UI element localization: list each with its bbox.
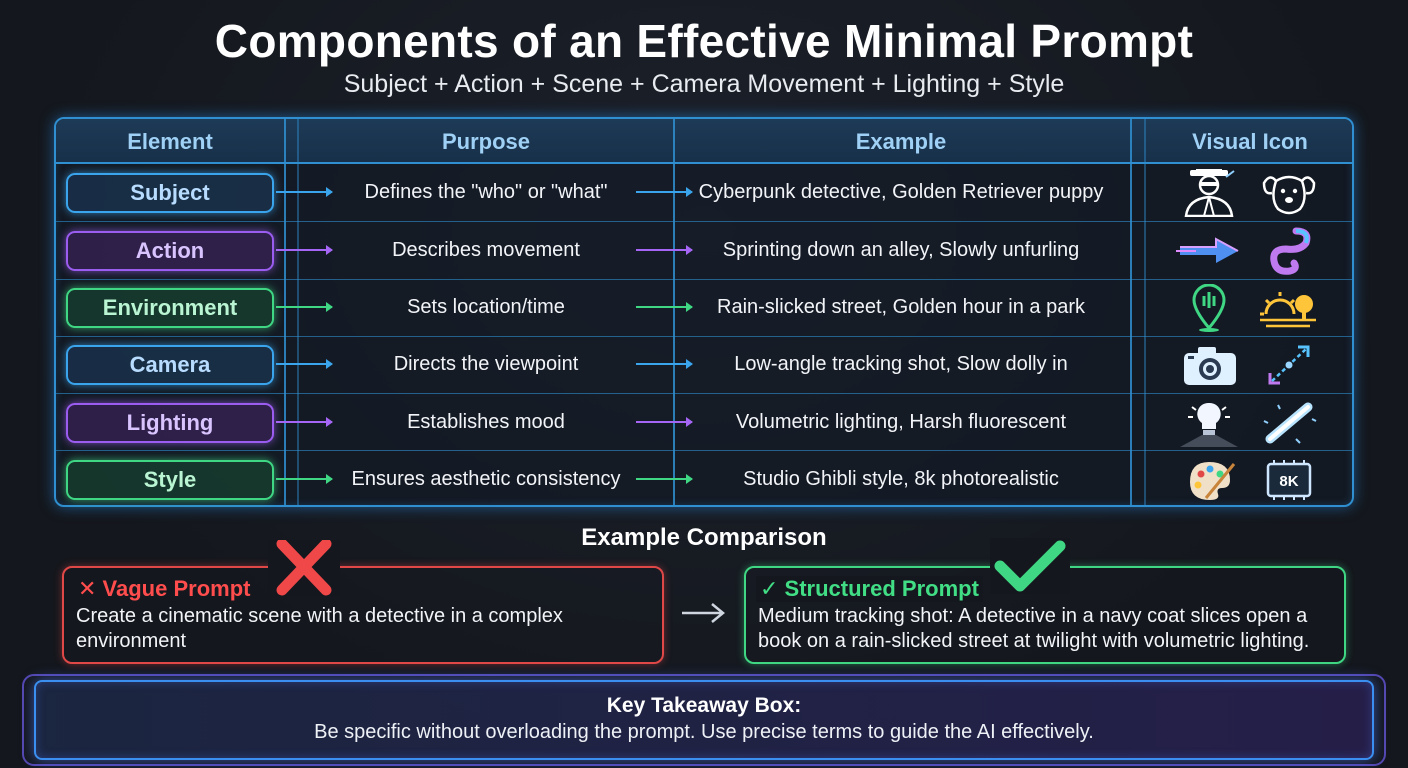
example-text: Cyberpunk detective, Golden Retriever pu… — [698, 181, 1104, 203]
table-row-action: Action Describes movement Sprinting down… — [56, 222, 1352, 279]
takeaway-frame — [22, 674, 1386, 766]
takeaway-box: Key Takeaway Box: Be specific without ov… — [34, 680, 1374, 760]
row-divider — [56, 450, 1352, 451]
purpose-text: Defines the "who" or "what" — [364, 181, 608, 203]
purpose-text: Sets location/time — [407, 296, 565, 318]
structured-prompt-box: ✓ Structured Prompt Medium tracking shot… — [744, 566, 1346, 664]
element-pill-style: Style — [66, 460, 274, 500]
structured-prompt-text: Medium tracking shot: A detective in a n… — [758, 605, 1310, 652]
sunset-tree-icon — [1256, 284, 1322, 332]
example-text: Studio Ghibli style, 8k photorealistic — [743, 468, 1059, 490]
column-divider — [284, 119, 286, 505]
example-text: Volumetric lighting, Harsh fluorescent — [735, 411, 1067, 433]
dog-icon — [1256, 169, 1322, 217]
takeaway-title: Key Takeaway Box: — [606, 694, 802, 717]
check-mark-icon — [990, 538, 1070, 594]
example-text: Low-angle tracking shot, Slow dolly in — [734, 353, 1068, 375]
takeaway-text: Be specific without overloading the prom… — [314, 721, 1094, 743]
table-row-lighting: Lighting Establishes mood Volumetric lig… — [56, 394, 1352, 451]
arrow-icon — [636, 417, 693, 427]
column-divider — [673, 119, 675, 505]
purpose-text: Establishes mood — [407, 411, 565, 433]
arrow-icon — [276, 302, 333, 312]
diagonal-arrows-icon — [1256, 341, 1322, 389]
header-example: Example — [855, 129, 947, 154]
column-divider — [1144, 119, 1146, 505]
purpose-text: Describes movement — [392, 239, 580, 261]
vague-prompt-box: ✕ Vague Prompt Create a cinematic scene … — [62, 566, 664, 664]
comparison-arrow-icon — [680, 598, 726, 628]
example-text: Rain-slicked street, Golden hour in a pa… — [717, 296, 1085, 318]
table-row-camera: Camera Directs the viewpoint Low-angle t… — [56, 336, 1352, 393]
vague-prompt-label: ✕ Vague Prompt — [74, 576, 255, 602]
element-pill-lighting: Lighting — [66, 403, 274, 443]
speed-arrow-icon — [1176, 227, 1242, 275]
arrow-icon — [276, 245, 333, 255]
vague-prompt-text: Create a cinematic scene with a detectiv… — [76, 605, 563, 652]
row-divider — [56, 336, 1352, 337]
element-pill-action: Action — [66, 231, 274, 271]
location-pin-icon — [1176, 283, 1242, 332]
header-element: Element — [127, 129, 213, 154]
arrow-icon — [636, 474, 693, 484]
purpose-text: Ensures aesthetic consistency — [351, 468, 621, 490]
element-pill-subject: Subject — [66, 173, 274, 213]
components-table: Element Purpose Example Visual Icon Subj… — [54, 117, 1354, 507]
arrow-icon — [636, 359, 693, 369]
element-pill-camera: Camera — [66, 345, 274, 385]
ribbon-icon — [1256, 227, 1322, 275]
light-bulb-icon — [1176, 399, 1242, 447]
element-pill-environment: Environment — [66, 288, 274, 328]
arrow-icon — [276, 417, 333, 427]
arrow-icon — [276, 187, 333, 197]
page-title: Components of an Effective Minimal Promp… — [214, 15, 1194, 67]
comparison-title: Example Comparison — [581, 524, 827, 551]
palette-icon — [1176, 456, 1242, 504]
header-purpose: Purpose — [441, 129, 531, 154]
row-divider — [56, 393, 1352, 394]
chip-label: 8K — [1279, 473, 1298, 490]
structured-prompt-label: ✓ Structured Prompt — [756, 576, 983, 602]
table-row-subject: Subject Defines the "who" or "what" Cybe… — [56, 164, 1352, 221]
page-subtitle: Subject + Action + Scene + Camera Moveme… — [343, 70, 1065, 98]
arrow-icon — [636, 302, 693, 312]
camera-icon — [1176, 341, 1242, 389]
table-row-environment: Environment Sets location/time Rain-slic… — [56, 279, 1352, 336]
row-divider — [56, 279, 1352, 280]
column-divider — [297, 119, 299, 505]
arrow-icon — [636, 187, 693, 197]
arrow-icon — [636, 245, 693, 255]
column-divider — [1130, 119, 1132, 505]
arrow-icon — [276, 474, 333, 484]
8k-chip-icon: 8K — [1256, 456, 1322, 504]
cross-mark-icon — [268, 538, 340, 596]
example-text: Sprinting down an alley, Slowly unfurlin… — [722, 239, 1080, 261]
purpose-text: Directs the viewpoint — [393, 353, 579, 375]
header-visual-icon: Visual Icon — [1192, 129, 1308, 154]
detective-icon — [1176, 167, 1242, 218]
table-header: Element Purpose Example Visual Icon — [56, 119, 1352, 164]
fluorescent-tube-icon — [1256, 399, 1322, 447]
arrow-icon — [276, 359, 333, 369]
row-divider — [56, 221, 1352, 222]
table-row-style: Style Ensures aesthetic consistency Stud… — [56, 451, 1352, 508]
